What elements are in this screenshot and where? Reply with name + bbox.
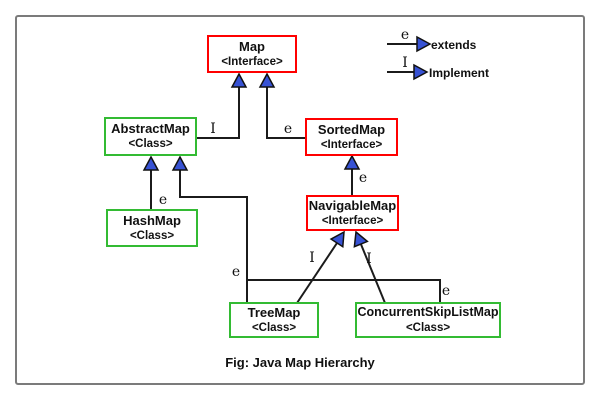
node-concurrentskiplistmap-name: ConcurrentSkipListMap <box>357 305 499 319</box>
edge-label-treemap-navigablemap: I <box>309 250 315 266</box>
legend-implement-arrowhead-icon <box>413 63 429 81</box>
node-treemap-stereotype: <Class> <box>251 321 297 334</box>
edge-label-abstractmap-map: I <box>210 121 216 137</box>
diagram-frame <box>15 15 585 385</box>
node-sortedmap: SortedMap <Interface> <box>305 118 398 156</box>
edge-label-cslm-navigablemap: I <box>366 251 372 267</box>
legend-extends-label: extends <box>431 38 477 52</box>
node-sortedmap-name: SortedMap <box>317 121 386 137</box>
edge-label-hashmap-abstractmap: e <box>158 192 168 208</box>
edge-abstractmap-implements-map <box>197 86 240 139</box>
node-map-name: Map <box>239 38 265 54</box>
arrowhead-into-navigablemap-right <box>353 230 369 248</box>
node-hashmap-stereotype: <Class> <box>129 229 175 242</box>
node-sortedmap-stereotype: <Interface> <box>320 138 383 151</box>
node-treemap: TreeMap <Class> <box>229 302 319 338</box>
legend-extends-arrowhead-icon <box>416 35 432 53</box>
edge-treemap-implements-navigablemap <box>296 236 342 304</box>
node-navigablemap: NavigableMap <Interface> <box>306 195 399 231</box>
arrowhead-into-map-left <box>230 72 248 88</box>
node-map-stereotype: <Interface> <box>221 55 283 68</box>
edge-label-cslm-abstractmap: e <box>441 283 451 299</box>
node-navigablemap-stereotype: <Interface> <box>321 214 384 227</box>
edge-label-treemap-abstractmap: e <box>231 264 241 280</box>
legend-implement-symbol: I <box>402 55 408 71</box>
node-abstractmap: AbstractMap <Class> <box>104 117 197 156</box>
edge-cslm-implements-navigablemap <box>357 236 386 304</box>
legend-implement-label: Implement <box>429 66 490 80</box>
arrowhead-into-abstractmap-right <box>171 155 189 171</box>
node-map: Map <Interface> <box>207 35 297 73</box>
arrowhead-into-map-right <box>258 72 276 88</box>
edge-cslm-extends-abstractmap <box>247 279 441 303</box>
node-abstractmap-stereotype: <Class> <box>128 138 173 151</box>
legend-extends-symbol: e <box>400 27 410 43</box>
node-concurrentskiplistmap-stereotype: <Class> <box>405 321 451 334</box>
node-abstractmap-name: AbstractMap <box>111 121 190 137</box>
figure-caption: Fig: Java Map Hierarchy <box>225 355 375 370</box>
node-hashmap-name: HashMap <box>123 212 181 228</box>
arrowhead-into-abstractmap-left <box>142 155 160 171</box>
arrowhead-into-navigablemap-left <box>329 230 345 249</box>
edge-sortedmap-extends-map <box>266 86 305 139</box>
edge-treemap-extends-abstractmap <box>179 166 248 303</box>
arrowhead-into-sortedmap <box>343 154 361 170</box>
node-hashmap: HashMap <Class> <box>106 209 198 247</box>
node-navigablemap-name: NavigableMap <box>308 197 397 213</box>
node-treemap-name: TreeMap <box>247 304 301 320</box>
node-concurrentskiplistmap: ConcurrentSkipListMap <Class> <box>355 302 501 338</box>
edge-label-sortedmap-map: e <box>283 121 293 137</box>
edge-label-navigablemap-sortedmap: e <box>358 170 368 186</box>
